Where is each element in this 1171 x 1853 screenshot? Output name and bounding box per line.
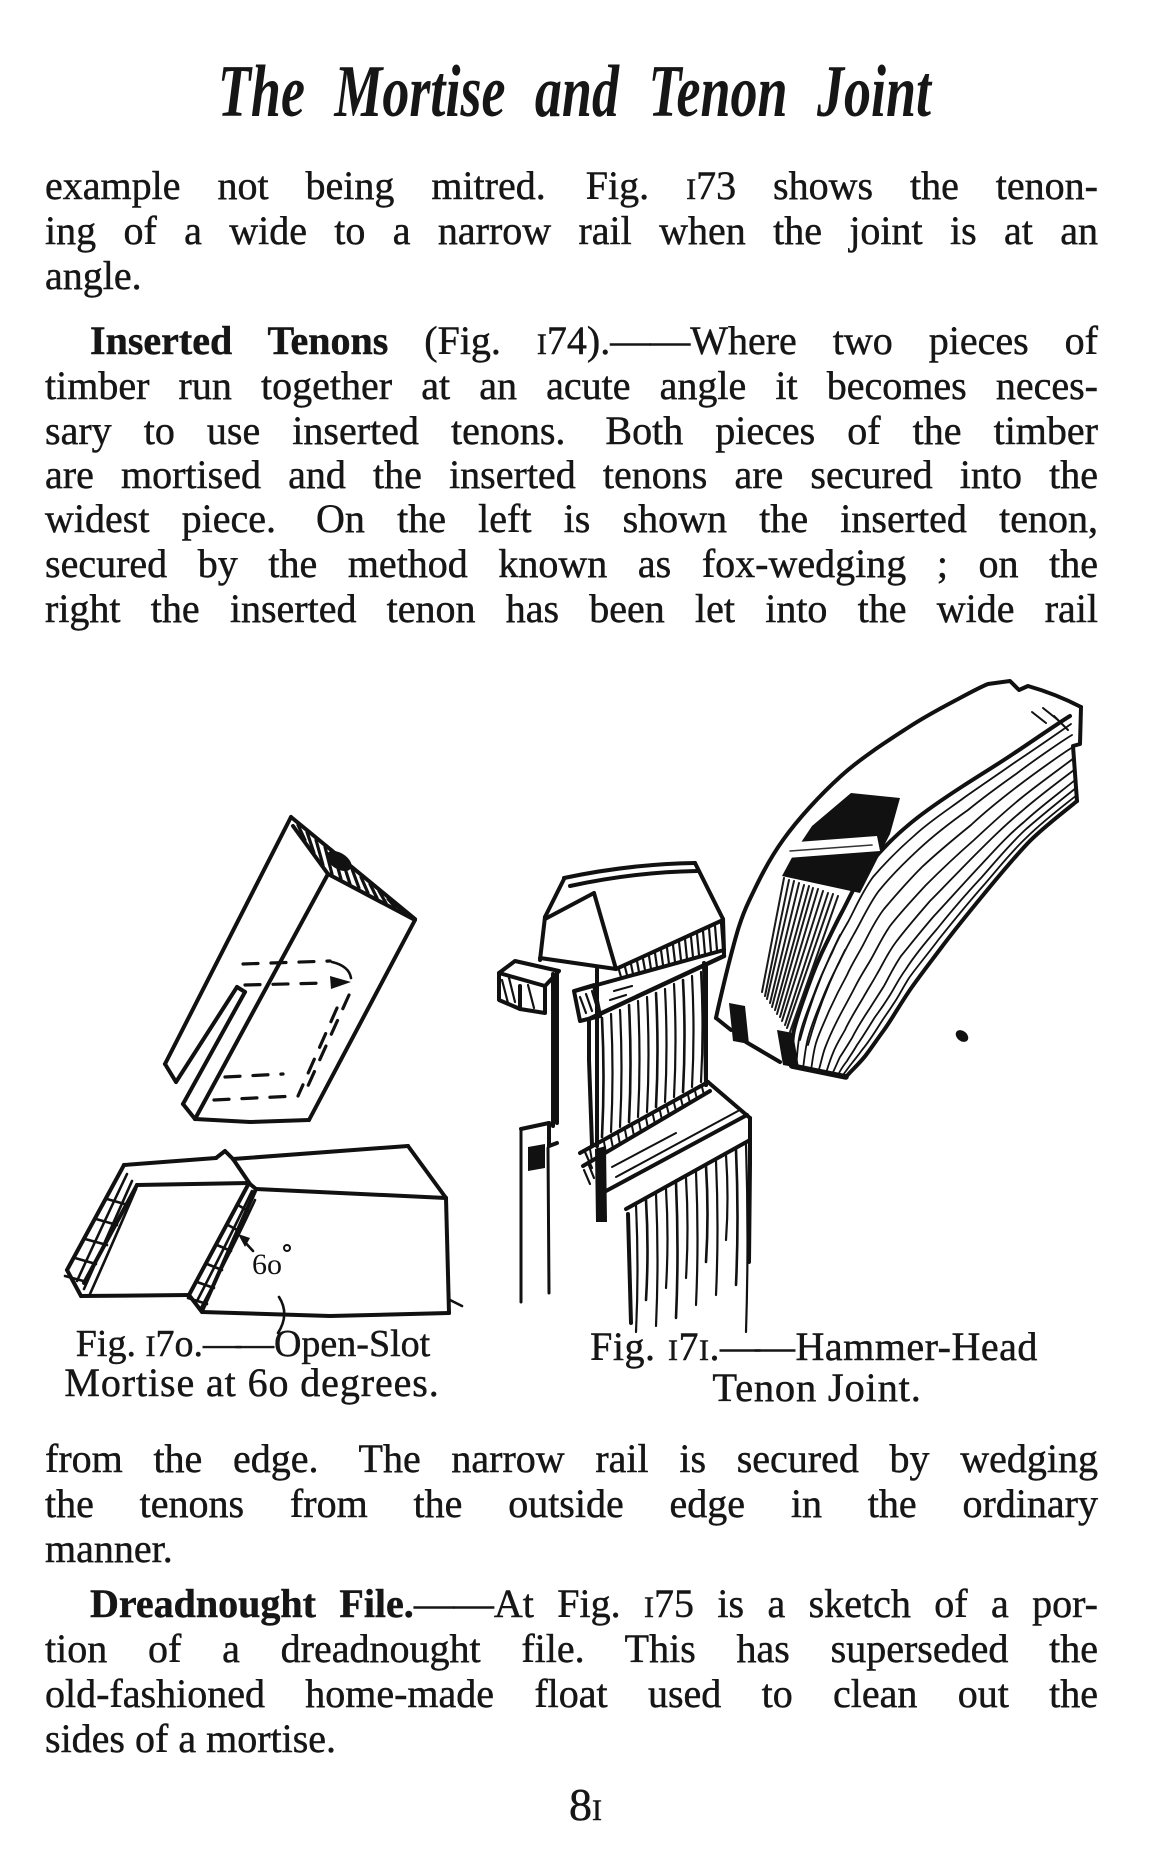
svg-text:6o: 6o	[252, 1248, 282, 1281]
